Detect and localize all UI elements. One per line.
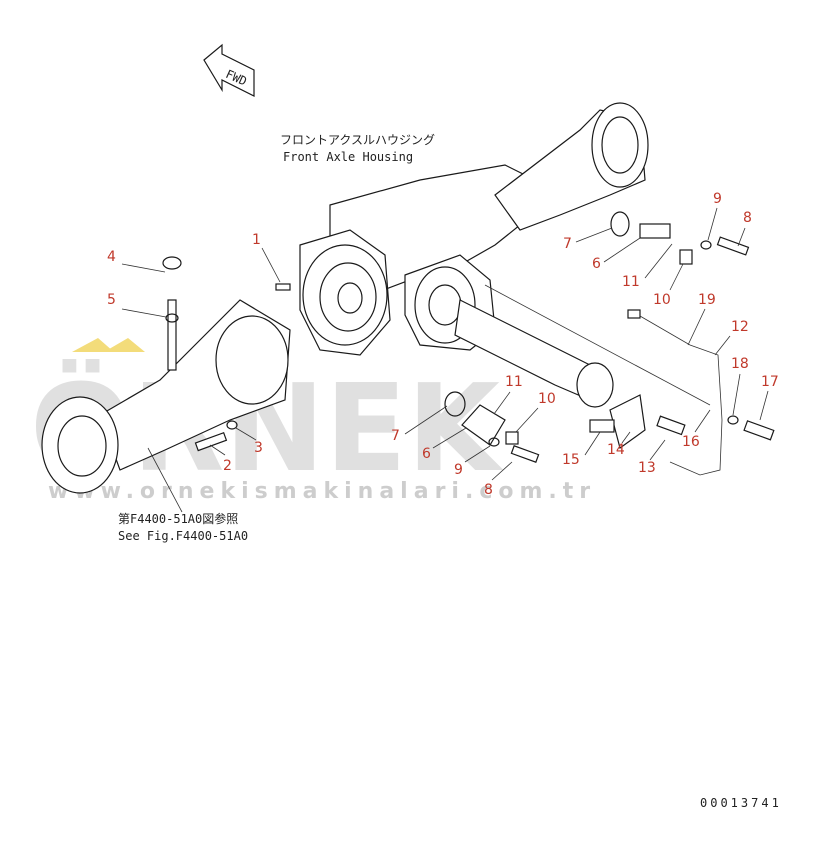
part-8-bolt-mid [510,445,540,463]
callout-9-lower: 9 [454,462,463,478]
small-parts [165,211,775,476]
callout-17: 17 [761,374,779,390]
fwd-arrow-icon: FWD [203,43,255,97]
title-en: Front Axle Housing [283,150,413,164]
part-5-gasket [165,313,179,323]
part-10-bolt-mid [505,431,519,445]
part-6-block-top [639,223,671,239]
callout-6: 6 [592,256,601,272]
callout-11: 11 [622,274,640,290]
part-18-washer [727,415,739,425]
part-15-cover [589,419,615,433]
callout-8-lower: 8 [484,482,493,498]
part-8-bolt-top [716,236,750,256]
callouts: 1 2 3 4 5 6 7 8 9 10 11 12 13 14 15 16 1… [107,191,779,498]
callout-18: 18 [731,356,749,372]
callout-10: 10 [653,292,671,308]
part-14-bracket [609,394,646,449]
drawing-number: 00013741 [700,796,782,810]
callout-16: 16 [682,434,700,450]
callout-3: 3 [254,440,263,456]
callout-10-lower: 10 [538,391,556,407]
part-2-bolt [194,431,228,452]
part-9-washer-mid [488,437,500,447]
callout-4: 4 [107,249,116,265]
part-9-washer-top [700,240,712,250]
callout-14: 14 [607,442,625,458]
callout-13: 13 [638,460,656,476]
part-12-harness [639,315,723,476]
front-axle-housing [299,102,711,408]
breather-stem [167,299,177,371]
callout-9: 9 [713,191,722,207]
part-19-sensor [627,309,641,319]
callout-7-lower: 7 [391,428,400,444]
part-16-bolt [656,415,686,436]
callout-12: 12 [731,319,749,335]
callout-7: 7 [563,236,572,252]
note-en: See Fig.F4400-51A0 [118,529,248,543]
callout-5: 5 [107,292,116,308]
callout-6-lower: 6 [422,446,431,462]
part-17-bolt [743,420,775,441]
part-10-bolt-top [679,249,693,265]
title-jp: フロントアクスルハウジング [280,133,435,147]
callout-8: 8 [743,210,752,226]
part-1-plug [275,283,291,291]
part-3-washer [226,420,238,430]
callout-15: 15 [562,452,580,468]
callout-2: 2 [223,458,232,474]
callout-1: 1 [252,232,261,248]
watermark-accent-right [104,338,145,352]
part-7-oring-top [610,211,630,237]
part-6-block-mid [461,404,506,446]
watermark-url: www.ornekismakinalari.com.tr [48,479,596,504]
callout-11-lower: 11 [505,374,523,390]
callout-19: 19 [698,292,716,308]
note-jp: 第F4400-51A0図参照 [118,511,238,526]
part-7-oring-mid [444,391,466,417]
left-axle-housing [41,256,291,494]
watermark-accent-left [72,338,114,352]
